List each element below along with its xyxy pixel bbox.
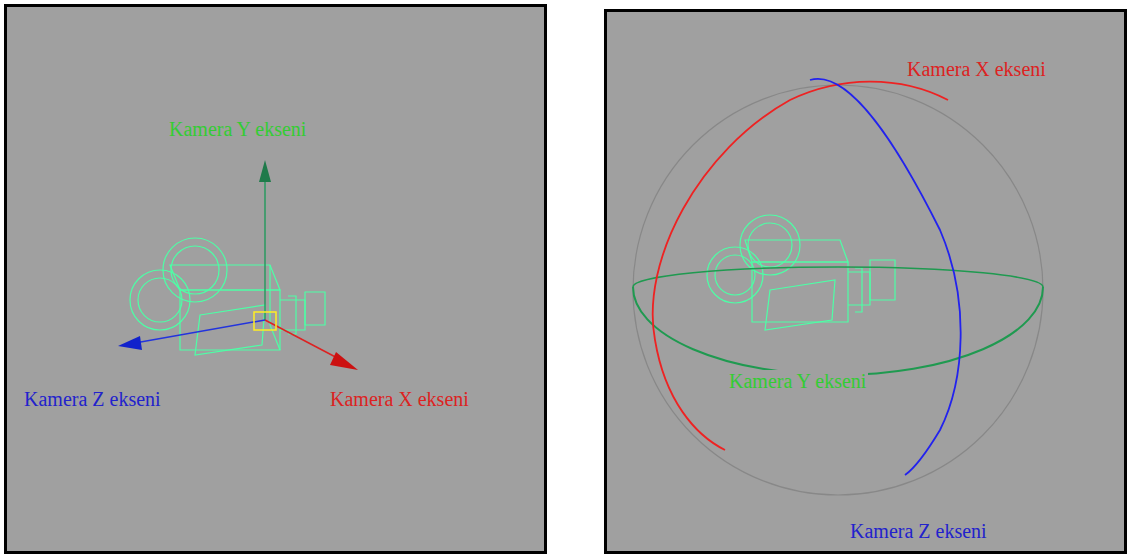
axis-label: Kamera Z ekseni [848,520,989,543]
axis-label: Kamera Z ekseni [22,388,163,411]
axis-label: Kamera Y ekseni [727,370,868,393]
axis-label: Kamera X ekseni [328,388,471,411]
right-panel [604,9,1127,554]
axis-label: Kamera Y ekseni [167,118,308,141]
axis-label: Kamera X ekseni [905,58,1048,81]
